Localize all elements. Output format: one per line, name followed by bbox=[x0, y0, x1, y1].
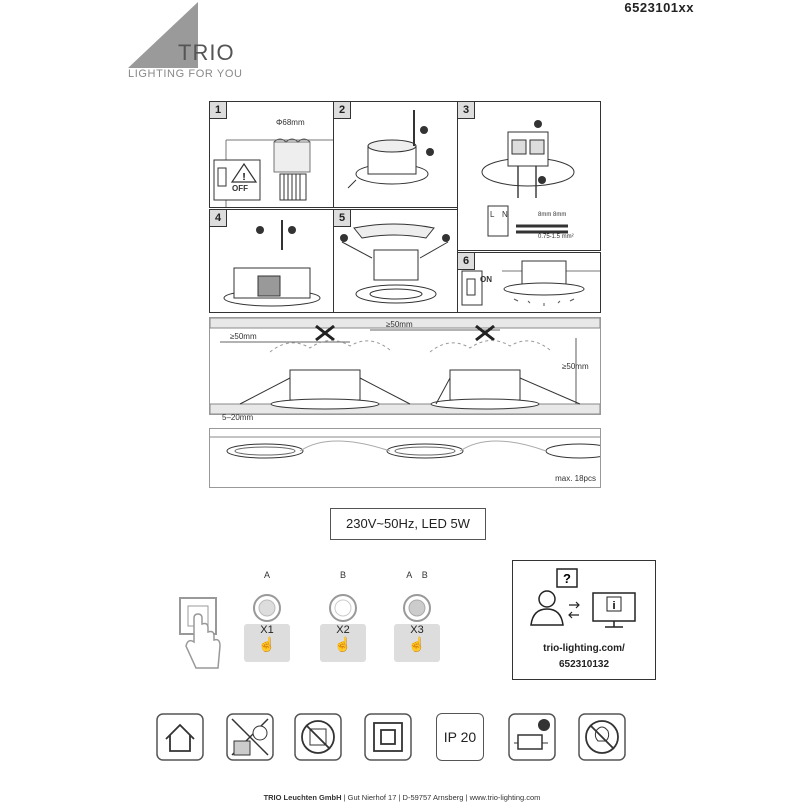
mode-tags-ab: A B bbox=[394, 570, 440, 580]
x3-button[interactable]: X3 ☝ bbox=[394, 624, 440, 662]
tap-hand-icon: ☝ bbox=[408, 636, 426, 652]
lamp-bright-icon bbox=[253, 594, 281, 622]
switch-off-label: OFF bbox=[232, 184, 248, 193]
close-cover-illustration bbox=[223, 220, 321, 307]
footer-address: TRIO Leuchten GmbH | Gut Nierhof 17 | D-… bbox=[0, 793, 804, 802]
insert-luminaire-illustration bbox=[340, 223, 450, 304]
mode-x3: A B X3 ☝ bbox=[394, 570, 440, 662]
x2-button[interactable]: X2 ☝ bbox=[320, 624, 366, 662]
step-1-panel: 1 ! Φ68mm OFF bbox=[209, 101, 334, 208]
support-box: ? i trio-lighting.com/ 652310132 bbox=[512, 560, 656, 680]
support-article-number: 652310132 bbox=[558, 659, 610, 670]
wall-switch-hand-icon bbox=[179, 597, 221, 669]
lamp-dim-icon bbox=[403, 594, 431, 622]
step-number: 6 bbox=[458, 253, 475, 270]
svg-text:i: i bbox=[612, 600, 615, 612]
left-gap-label: ≥50mm bbox=[230, 332, 257, 341]
ip-rating-badge: IP 20 bbox=[436, 713, 484, 761]
step-4-panel: 4 bbox=[209, 209, 334, 313]
step-number: 5 bbox=[334, 210, 351, 227]
middle-gap-label: ≥50mm bbox=[386, 320, 413, 329]
ceiling-hole-illustration: ! bbox=[213, 138, 333, 207]
chain-diagram: max. 18pcs bbox=[209, 428, 601, 488]
footer-separator: | bbox=[343, 793, 348, 802]
footer-website[interactable]: www.trio-lighting.com bbox=[469, 793, 541, 802]
switch-on-label: ON bbox=[480, 275, 492, 284]
footer-city: D-59757 Arnsberg bbox=[402, 793, 464, 802]
step-2-panel: 2 bbox=[333, 101, 458, 208]
lamp-medium-icon bbox=[329, 594, 357, 622]
logo-triangle-icon bbox=[128, 2, 198, 68]
brand-name: TRIO bbox=[178, 40, 235, 65]
electrical-spec: 230V~50Hz, LED 5W bbox=[330, 508, 486, 540]
x2-label: X2 bbox=[336, 624, 350, 636]
mode-x1: A X1 ☝ bbox=[244, 570, 290, 662]
insulation-cover-warning-icon bbox=[226, 713, 274, 761]
right-gap-label: ≥50mm bbox=[562, 362, 589, 371]
clearance-illustration bbox=[210, 318, 600, 414]
max-pieces-label: max. 18pcs bbox=[555, 474, 596, 483]
terminal-l-label: L bbox=[490, 210, 495, 219]
mode-tag-b: B bbox=[421, 570, 428, 580]
footer-street: Gut Nierhof 17 bbox=[347, 793, 397, 802]
ceiling-thickness-label: 5–20mm bbox=[222, 413, 254, 422]
support-illustration: ? i bbox=[530, 568, 636, 628]
x1-button[interactable]: X1 ☝ bbox=[244, 624, 290, 662]
step-number: 4 bbox=[210, 210, 227, 227]
support-url[interactable]: trio-lighting.com/ bbox=[543, 643, 625, 654]
daisy-chain-illustration bbox=[210, 436, 600, 459]
footer-company: TRIO Leuchten GmbH bbox=[263, 793, 342, 802]
product-code: 6523101xx bbox=[624, 0, 694, 15]
driver-included-icon bbox=[508, 713, 556, 761]
step-6-panel: 6 ON bbox=[457, 252, 601, 313]
power-on-illustration bbox=[461, 260, 600, 306]
wiring-illustration bbox=[481, 120, 575, 237]
protection-class-2-icon bbox=[364, 713, 412, 761]
screwdriver-release-illustration bbox=[347, 110, 434, 189]
step-number: 2 bbox=[334, 102, 351, 119]
tap-hand-icon: ☝ bbox=[334, 636, 352, 652]
x3-label: X3 bbox=[410, 624, 424, 636]
step-3-panel: 3 L N 8mm 8mm 0.75-1.5 mm² bbox=[457, 101, 601, 251]
terminal-n-label: N bbox=[502, 210, 508, 219]
brand-tagline: LIGHTING FOR YOU bbox=[128, 68, 243, 80]
mode-tag-a: A bbox=[263, 570, 270, 580]
wire-gauge-label: 0.75-1.5 mm² bbox=[538, 234, 574, 240]
x1-label: X1 bbox=[260, 624, 274, 636]
mode-tag-a: A bbox=[406, 570, 412, 580]
mode-x2: B X2 ☝ bbox=[320, 570, 366, 662]
step-5-panel: 5 bbox=[333, 209, 458, 313]
mode-tag-b: B bbox=[339, 570, 346, 580]
hole-diameter-label: Φ68mm bbox=[276, 118, 305, 127]
step-number: 1 bbox=[210, 102, 227, 119]
tap-hand-icon: ☝ bbox=[258, 636, 276, 652]
clearance-diagram: ≥50mm ≥50mm ≥50mm bbox=[209, 317, 601, 415]
step-number: 3 bbox=[458, 102, 475, 119]
footer-separator: | bbox=[398, 793, 403, 802]
no-insulation-covering-icon bbox=[294, 713, 342, 761]
indoor-use-house-icon bbox=[156, 713, 204, 761]
svg-text:?: ? bbox=[563, 571, 571, 586]
svg-text:!: ! bbox=[242, 172, 245, 183]
strip-length-label: 8mm 8mm bbox=[538, 212, 567, 218]
footer-separator: | bbox=[465, 793, 470, 802]
led-not-replaceable-icon bbox=[578, 713, 626, 761]
